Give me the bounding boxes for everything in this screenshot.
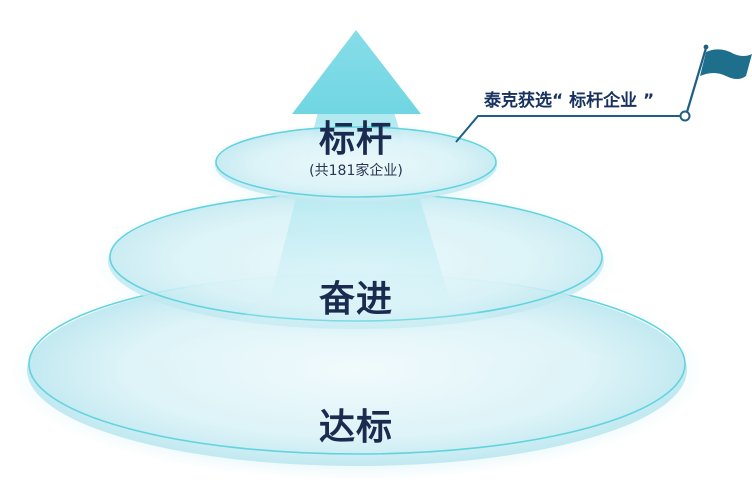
callout-leader-line xyxy=(455,115,682,143)
flag-icon xyxy=(685,44,752,113)
ring-top xyxy=(206,122,506,210)
callout-label: 泰克获选“ 标杆企业 ” xyxy=(484,91,655,111)
arrow-shaft xyxy=(100,112,640,372)
tier-sublabel-top: (共181家企业) xyxy=(309,163,403,179)
tier-label-top: 标杆 xyxy=(318,119,394,160)
callout-end-dot xyxy=(679,110,691,122)
tier-label-bottom: 达标 xyxy=(318,407,394,448)
tier-label-middle: 奋进 xyxy=(318,279,394,320)
arrow-head xyxy=(292,30,421,114)
